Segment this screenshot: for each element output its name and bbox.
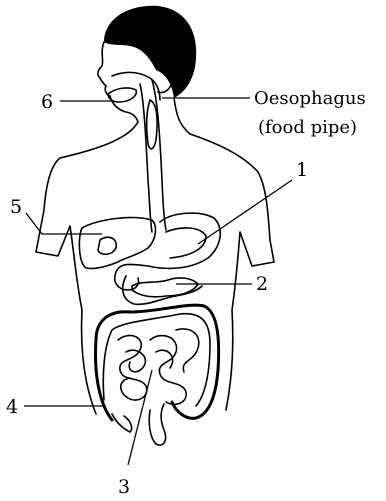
label-4: 4 (6, 396, 18, 418)
oesophagus-left-wall (140, 84, 152, 232)
large-intestine (96, 305, 219, 420)
gall-bladder (98, 237, 116, 254)
duodenum (123, 276, 202, 304)
oesophagus-right-wall (152, 80, 166, 230)
leader-line-3 (128, 370, 152, 465)
salivary-gland (147, 100, 157, 149)
oral-cavity (108, 88, 136, 102)
large-intestine-inner (103, 314, 210, 406)
head-outline (98, 42, 138, 122)
hair (104, 6, 196, 98)
neck-back (174, 98, 190, 134)
label-5: 5 (10, 196, 22, 218)
body-right (190, 134, 274, 410)
stomach (115, 213, 221, 290)
rectum (149, 404, 165, 445)
appendix (112, 414, 132, 432)
liver (79, 218, 155, 269)
label-2: 2 (256, 273, 268, 295)
leader-line-1 (198, 180, 292, 244)
label-oesophagus: Oesophagus (254, 88, 366, 109)
small-intestine (118, 329, 199, 404)
label-3: 3 (118, 476, 130, 498)
label-1: 1 (296, 159, 308, 181)
label-6: 6 (41, 91, 53, 113)
label-food-pipe: (food pipe) (258, 117, 357, 138)
